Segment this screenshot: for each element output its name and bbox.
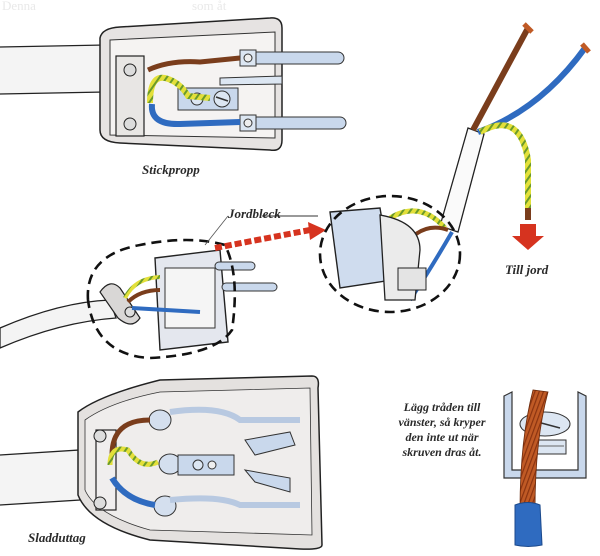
plug-diagram [0,17,347,152]
note-line: vänster, så kryper [398,415,486,429]
cord-socket-label: Sladduttag [28,530,86,545]
screw-terminal-detail [503,389,587,547]
down-arrow-icon [512,224,544,250]
cord-socket-diagram [0,375,323,550]
note-line: skruven dras åt. [402,445,482,459]
note-line: den inte ut när [405,430,479,444]
plug-label: Stickpropp [142,162,200,177]
screw-note: Lägg tråden till vänster, så kryper den … [382,400,502,460]
faded-header-left: Denna [2,0,36,13]
twisted-arrow [214,222,326,251]
plug-assembly-diagram [0,238,278,360]
faded-header-right: som åt [192,0,227,13]
earth-plate-label: Jordbleck [228,206,281,221]
earth-plate-leader-line-2 [204,215,229,246]
note-line: Lägg tråden till [403,400,481,414]
to-earth-label: Till jord [505,262,549,277]
earth-plate-diagram [318,22,591,314]
